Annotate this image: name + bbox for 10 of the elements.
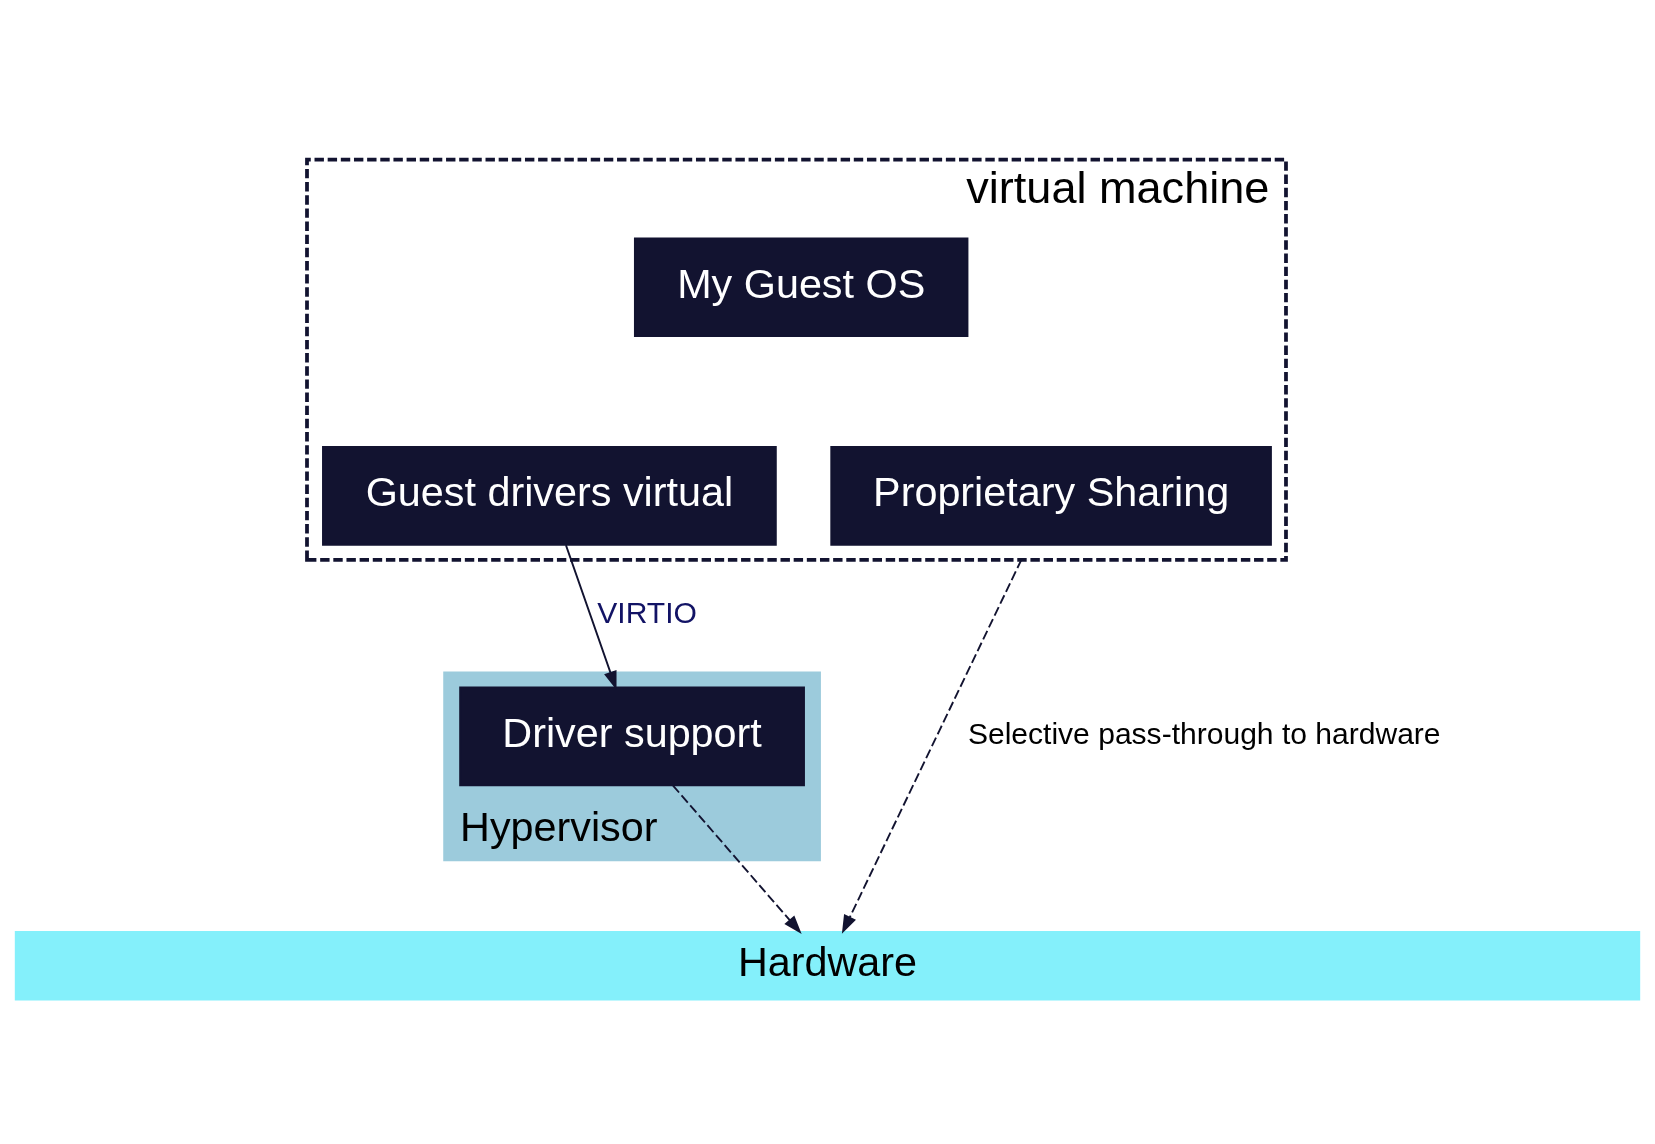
edge-label: VIRTIO: [597, 596, 697, 630]
node-box: Driver support: [459, 686, 805, 787]
node-box: Proprietary Sharing: [830, 446, 1272, 546]
node-box: My Guest OS: [633, 237, 969, 338]
arrow: [672, 784, 802, 934]
arrow: [565, 544, 617, 690]
node-box: Hardware: [14, 930, 1641, 1001]
node-box: Guest drivers virtual: [322, 446, 777, 546]
arrow: [841, 558, 1023, 934]
edge-label: Selective pass-through to hardware: [967, 716, 1441, 750]
